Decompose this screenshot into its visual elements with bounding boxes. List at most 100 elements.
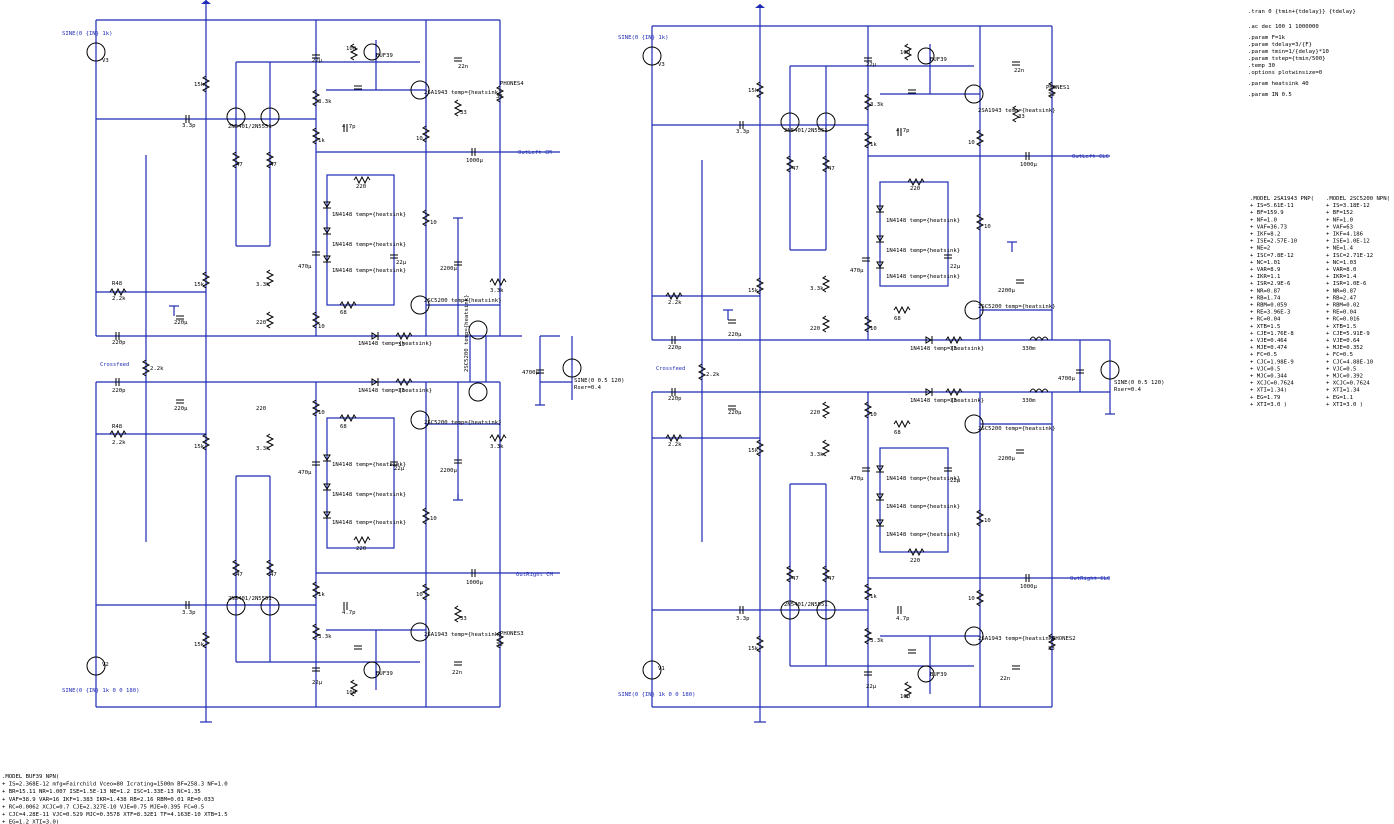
- right-r-value-12: 10: [870, 326, 877, 332]
- model-line: + IKR=1.4: [1326, 274, 1357, 280]
- right-source-bottom-name: V1: [658, 666, 665, 672]
- right-inductor-bottom: 330m: [1022, 398, 1036, 404]
- left-crossfeed: Crossfeed: [100, 362, 129, 368]
- left-c-value-18: 22µ: [394, 466, 405, 472]
- model-line: + MJC=0.392: [1326, 374, 1363, 380]
- left-r-value-12: 10: [318, 324, 325, 330]
- model-line: + IS=3.18E-12: [1326, 203, 1370, 209]
- left-load-rser: Rser=0.4: [574, 385, 602, 391]
- model-line: + CJE=1.76E-8: [1250, 331, 1294, 337]
- right-out-bottom-label: 2SA1943 temp={heatsink}: [978, 636, 1055, 642]
- model-line: + FC=0.5: [1250, 352, 1277, 358]
- right-supply-bottom: PHONES2: [1052, 636, 1076, 642]
- left-r-value-30: 33: [398, 342, 405, 348]
- right-diode-5: 1N4148 temp={heatsink}: [886, 504, 960, 510]
- right-r-value-17: 220: [810, 410, 820, 416]
- left-diode-5: 1N4148 temp={heatsink}: [332, 492, 406, 498]
- left-supply-bottom: PHONES3: [500, 631, 524, 637]
- left-diode-label-mid-2: 1N4148 temp={heatsink}: [358, 388, 432, 394]
- model-line: + ISR=1.0E-6: [1326, 281, 1366, 287]
- right-r-value-34: 100: [900, 694, 910, 700]
- left-output-bottom: OutRight CM: [516, 572, 554, 578]
- model-line: + ISC=7.8E-12: [1250, 253, 1294, 259]
- directive-line: .ac dec 100 1 1000000: [1248, 24, 1319, 30]
- model-line: + VJE=0.64: [1326, 338, 1360, 344]
- left-r-value-21: 47: [270, 572, 277, 578]
- left-source-top-label: SINE(0 {IN} 1k): [62, 31, 113, 37]
- left-c-value-21: 4700µ: [522, 370, 539, 376]
- right-source-top-symbol: [642, 46, 662, 66]
- model-line: + XTB=1.5: [1250, 324, 1280, 330]
- model-line: + NR=0.87: [1250, 288, 1280, 294]
- model-line: + VAF=63: [1326, 224, 1353, 230]
- left-r-value-29: 33: [496, 642, 503, 648]
- right-r-value-13: 10: [870, 412, 877, 418]
- right-diode-2: 1N4148 temp={heatsink}: [886, 248, 960, 254]
- model-line: + RB=1.74: [1250, 295, 1281, 301]
- left-pair-bottom-label: 2N5401/2N5551: [228, 596, 272, 602]
- left-r-label-2: R48: [112, 424, 123, 430]
- right-r-value-20: 47: [792, 576, 799, 582]
- model-2sa1943: .MODEL 2SA1943 PNP(+ IS=5.61E-11+ BF=159…: [1250, 196, 1314, 408]
- model-line: + RC=0.016: [1326, 317, 1360, 323]
- left-c-value-5: 22µ: [312, 58, 323, 64]
- left-out-top-label: 2SA1943 temp={heatsink}: [424, 90, 501, 96]
- model-line: + IS=2.368E-12 mfg=Fairchild Vceo=80 Icr…: [2, 782, 228, 788]
- right-load-cap: 4700µ: [1058, 376, 1075, 382]
- model-line: + CJC=1.98E-9: [1250, 359, 1294, 365]
- right-r-value-8: 3.3k: [870, 102, 884, 108]
- model-line: + RB=2.47: [1326, 295, 1356, 301]
- right-r-value-5: 15k: [748, 288, 759, 294]
- spice-directives: .tran 0 {tmin+{tdelay}} {tdelay} .ac dec…: [1248, 9, 1356, 98]
- right-diode-1: 1N4148 temp={heatsink}: [886, 218, 960, 224]
- left-r-value-14: 3.3k: [256, 282, 270, 288]
- right-c-value-9: 1000µ: [1020, 162, 1037, 168]
- left-r-value-26: 33: [460, 110, 467, 116]
- model-line: + FC=0.5: [1326, 352, 1353, 358]
- model-line: + VJC=0.5: [1326, 366, 1356, 372]
- model-line: + ISC=2.71E-12: [1326, 253, 1373, 259]
- model-line: + RC=0.04: [1250, 317, 1281, 323]
- right-r-value-27: 33: [1048, 92, 1055, 98]
- right-c-value-2: 3.3p: [736, 616, 750, 622]
- right-drv-top-label: BUF39: [930, 57, 947, 63]
- left-mid-bottom-label: 2SC5200 temp={heatsink}: [424, 420, 501, 426]
- model-line: + IKR=1.1: [1250, 274, 1280, 280]
- model-line: + NE=2: [1250, 246, 1270, 252]
- model-line: + ISE=2.57E-10: [1250, 239, 1297, 245]
- right-r-value-23: 10: [984, 224, 991, 230]
- left-c-value-15: 470µ: [298, 264, 312, 270]
- model-line: + XTI=3.0 ): [1250, 402, 1287, 408]
- left-c-value-9: 1000µ: [466, 158, 483, 164]
- right-source-top-name: V3: [658, 62, 665, 68]
- model-line: + XTI=1.34): [1250, 388, 1287, 394]
- directive-line: .param tmin=1/{delay}*10: [1248, 49, 1329, 55]
- left-r-label-1: R48: [112, 281, 123, 287]
- right-c-value-18: 22µ: [950, 478, 961, 484]
- right-c-value-6: 22µ: [866, 684, 877, 690]
- left-r-value-19: 47: [270, 162, 277, 168]
- model-line: + VJE=0.464: [1250, 338, 1288, 344]
- left-c-value-17: 22µ: [396, 260, 407, 266]
- model-line: + EG=1.79: [1250, 395, 1280, 401]
- left-r-value-33: 68: [340, 424, 347, 430]
- right-c-value-3: 4.7p: [896, 128, 910, 134]
- right-load-source: SINE(0 0.5 120): [1114, 380, 1165, 386]
- model-line: + NC=1.03: [1326, 260, 1356, 266]
- right-r-value-10: 1k: [870, 594, 877, 600]
- directive-line: .param heatsink 40: [1248, 81, 1309, 87]
- right-c-value-13: 220µ: [728, 332, 742, 338]
- right-output-top: OutLeft CLC: [1072, 154, 1109, 160]
- right-r-value-16: 220: [810, 326, 820, 332]
- left-r-value-13: 10: [318, 410, 325, 416]
- left-diode-2: 1N4148 temp={heatsink}: [332, 242, 406, 248]
- model-line: + EG=1.1: [1326, 395, 1353, 401]
- right-c-value-1: 3.3p: [736, 129, 750, 135]
- left-diode-1: 1N4148 temp={heatsink}: [332, 212, 406, 218]
- left-r-value-24: 10: [430, 516, 437, 522]
- left-vertical-label: 2SC5200 temp={heatsink}: [464, 295, 470, 372]
- right-supply-top: PHONES1: [1046, 85, 1070, 91]
- left-c-value-3: 4.7p: [342, 124, 356, 130]
- right-r-value-7: 15k: [748, 646, 759, 652]
